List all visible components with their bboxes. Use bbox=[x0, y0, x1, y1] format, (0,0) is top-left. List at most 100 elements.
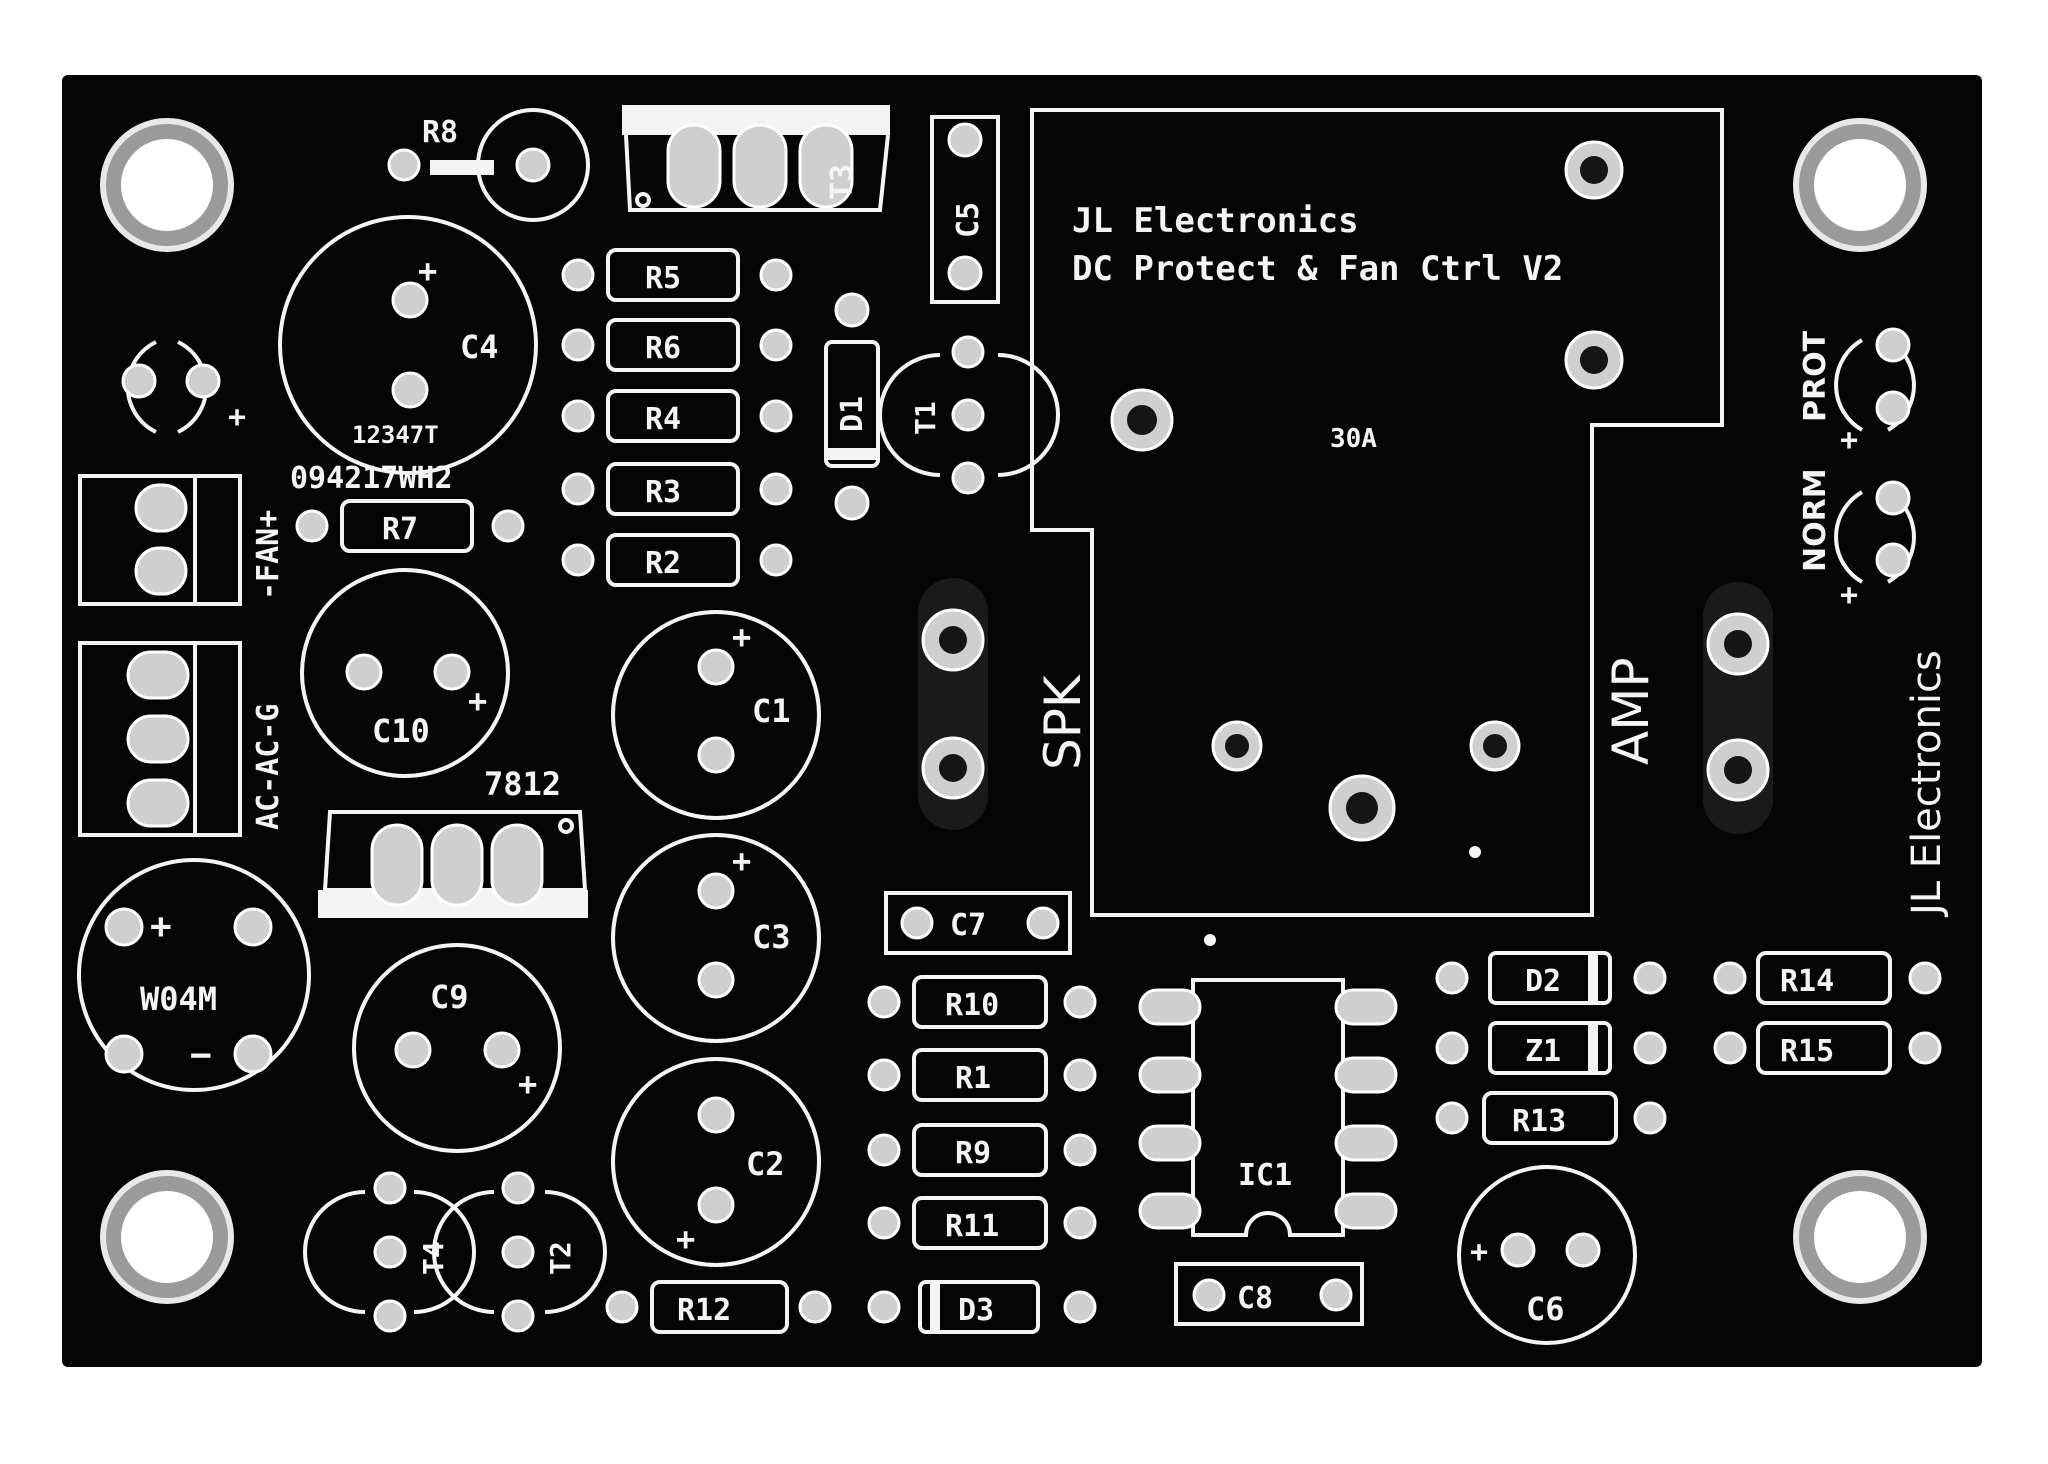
r14: R14 bbox=[1713, 951, 1942, 1005]
c10: + C10 bbox=[300, 568, 510, 778]
ic1: IC1 bbox=[1138, 934, 1398, 1237]
side-brand: JL Electronics bbox=[1904, 650, 1950, 918]
spk-terminal: SPK bbox=[918, 578, 1092, 830]
c9: C9 + bbox=[352, 943, 562, 1153]
r12: R12 bbox=[605, 1280, 832, 1334]
relay-rating: 30A bbox=[1330, 424, 1377, 454]
c7: C7 bbox=[884, 891, 1072, 955]
svg-text:R3: R3 bbox=[645, 475, 681, 510]
r8: R8 bbox=[387, 108, 590, 222]
d3: D3 bbox=[867, 1280, 1097, 1334]
t3-label: T3 bbox=[825, 164, 860, 200]
t1-label: T1 bbox=[909, 401, 942, 435]
c2: + C2 bbox=[611, 1057, 821, 1267]
svg-text:Z1: Z1 bbox=[1525, 1034, 1561, 1069]
amp-label: AMP bbox=[1602, 658, 1660, 766]
regulator-label: 7812 bbox=[484, 765, 561, 803]
c3-label: C3 bbox=[752, 918, 791, 956]
r15: R15 bbox=[1713, 1021, 1942, 1075]
header-line1: JL Electronics bbox=[1072, 201, 1359, 241]
ac-connector: AC-AC-G bbox=[78, 641, 286, 837]
bridge-minus: − bbox=[190, 1035, 212, 1076]
c3-plus: + bbox=[732, 842, 751, 880]
resistor-column: R5 R6 R4 R3 R2 bbox=[561, 248, 793, 587]
c4-label: C4 bbox=[460, 328, 499, 366]
r13: R13 bbox=[1435, 1091, 1667, 1145]
led-norm-plus: + bbox=[1840, 578, 1858, 613]
mounting-hole-top-left bbox=[100, 118, 234, 252]
led-left-plus: + bbox=[228, 400, 246, 435]
relay-footprint: JL Electronics DC Protect & Fan Ctrl V2 … bbox=[1030, 108, 1724, 917]
svg-text:R11: R11 bbox=[945, 1209, 999, 1244]
c7-label: C7 bbox=[950, 908, 986, 943]
ic1-label: IC1 bbox=[1238, 1158, 1292, 1193]
c8: C8 bbox=[1174, 1262, 1364, 1326]
led-prot-plus: + bbox=[1840, 423, 1858, 458]
header-line2: DC Protect & Fan Ctrl V2 bbox=[1072, 249, 1563, 289]
mounting-hole-bottom-left bbox=[100, 1170, 234, 1304]
c6-plus: + bbox=[1470, 1235, 1488, 1270]
led-norm: NORM + bbox=[1798, 468, 1916, 613]
c1-plus: + bbox=[732, 618, 751, 656]
r10: R10 bbox=[867, 975, 1097, 1029]
t3: T3 bbox=[622, 105, 890, 212]
mounting-hole-bottom-right bbox=[1793, 1170, 1927, 1304]
svg-text:R2: R2 bbox=[645, 546, 681, 581]
c10-plus: + bbox=[468, 682, 487, 720]
c2-plus: + bbox=[676, 1220, 695, 1258]
svg-text:R5: R5 bbox=[645, 261, 681, 296]
svg-text:R14: R14 bbox=[1780, 964, 1834, 999]
svg-text:R1: R1 bbox=[955, 1061, 991, 1096]
t2-label: T2 bbox=[544, 1241, 577, 1275]
bridge-w04m: + − W04M bbox=[77, 858, 311, 1092]
c5-label: C5 bbox=[951, 202, 986, 238]
svg-text:R4: R4 bbox=[645, 402, 681, 437]
t2: T2 bbox=[432, 1171, 607, 1333]
led-prot-label: PROT bbox=[1798, 330, 1833, 422]
d1: D1 bbox=[824, 292, 880, 521]
c1-label: C1 bbox=[752, 692, 791, 730]
pcb-board bbox=[62, 75, 1982, 1367]
svg-text:R6: R6 bbox=[645, 331, 681, 366]
spk-label: SPK bbox=[1034, 674, 1092, 770]
c8-label: C8 bbox=[1237, 1281, 1273, 1316]
r7: R7 bbox=[295, 499, 525, 553]
r4: R4 bbox=[561, 389, 793, 443]
c4-plus: + bbox=[418, 252, 437, 290]
r6: R6 bbox=[561, 318, 793, 372]
middle-resistor-column: R10 R1 R9 R11 D3 bbox=[867, 975, 1097, 1334]
svg-text:D2: D2 bbox=[1525, 964, 1561, 999]
date-code: 094217WH2 bbox=[290, 461, 453, 496]
c10-label: C10 bbox=[372, 712, 430, 750]
fan-label: -FAN+ bbox=[251, 510, 286, 600]
svg-text:R9: R9 bbox=[955, 1136, 991, 1171]
led-prot: PROT + bbox=[1798, 327, 1916, 458]
r8-label: R8 bbox=[422, 115, 458, 150]
fan-connector: -FAN+ bbox=[78, 474, 286, 606]
c3: + C3 bbox=[611, 833, 821, 1043]
d2: D2 bbox=[1435, 951, 1667, 1005]
d1-label: D1 bbox=[835, 396, 870, 432]
regulator-7812: 7812 bbox=[318, 765, 588, 918]
mounting-hole-top-right bbox=[1793, 118, 1927, 252]
r3: R3 bbox=[561, 462, 793, 516]
c6: + C6 bbox=[1457, 1165, 1637, 1345]
c9-label: C9 bbox=[430, 978, 469, 1016]
c4: + C4 12347T bbox=[278, 215, 538, 475]
r2: R2 bbox=[561, 533, 793, 587]
c6-label: C6 bbox=[1526, 1290, 1565, 1328]
bridge-label: W04M bbox=[140, 980, 217, 1018]
r5: R5 bbox=[561, 248, 793, 302]
ac-label: AC-AC-G bbox=[251, 704, 286, 830]
svg-text:D3: D3 bbox=[958, 1293, 994, 1328]
c2-label: C2 bbox=[746, 1145, 785, 1183]
c1: + C1 bbox=[611, 610, 821, 820]
bridge-plus: + bbox=[150, 906, 172, 947]
amp-terminal: AMP bbox=[1602, 582, 1773, 834]
c4-code: 12347T bbox=[352, 421, 439, 449]
svg-text:R15: R15 bbox=[1780, 1034, 1834, 1069]
led-left: + bbox=[121, 340, 246, 435]
svg-text:R10: R10 bbox=[945, 988, 999, 1023]
svg-text:R13: R13 bbox=[1512, 1104, 1566, 1139]
